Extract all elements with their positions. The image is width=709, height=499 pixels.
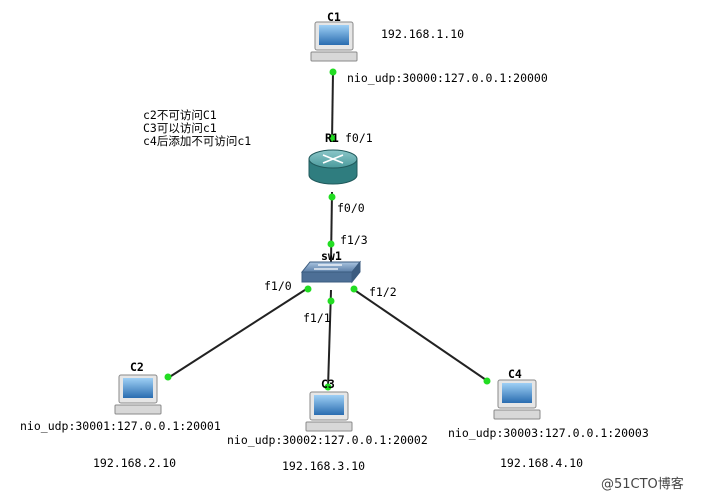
pc-c2[interactable]: [114, 374, 162, 415]
watermark: @51CTO博客: [601, 477, 684, 492]
port-label-sw1-f1-0: f1/0: [264, 279, 292, 293]
ip-label-c4: 192.168.4.10: [500, 456, 584, 470]
link-sw1-c4[interactable]: [352, 288, 490, 383]
port-label-sw1-f1-1: f1/1: [303, 311, 331, 325]
node-label-r1: R1: [325, 131, 339, 145]
pc-c1[interactable]: [310, 21, 358, 62]
switch-sw1[interactable]: [300, 260, 362, 284]
note-line: c4后添加不可访问c1: [143, 134, 252, 148]
port-dot-sw1-f1-1: [327, 297, 335, 305]
nio-label-c3: nio_udp:30002:127.0.0.1:20002: [227, 433, 428, 447]
ip-label-c2: 192.168.2.10: [93, 456, 177, 470]
port-dot-c4: [483, 377, 491, 385]
link-c1-r1[interactable]: [331, 71, 334, 143]
link-r1-sw1[interactable]: [330, 191, 333, 263]
ip-label-c3: 192.168.3.10: [282, 459, 366, 473]
port-label-r1-f0-0: f0/0: [337, 201, 365, 215]
note-line: c2不可访问C1: [143, 108, 217, 122]
port-dot-c1: [329, 68, 337, 76]
port-dot-r1-f0-0: [328, 193, 336, 201]
port-dots: [164, 68, 491, 391]
node-label-c1: C1: [327, 10, 341, 24]
link-sw1-c2[interactable]: [167, 287, 309, 379]
port-label-sw1-f1-3: f1/3: [340, 233, 368, 247]
node-label-c4: C4: [508, 367, 522, 381]
port-dot-sw1-f1-2: [350, 285, 358, 293]
port-dot-r1-f0-1: [328, 134, 336, 142]
port-label-r1-f0-1: f0/1: [345, 131, 373, 145]
link-sw1-c3[interactable]: [327, 289, 332, 389]
port-dot-sw1-f1-0: [304, 285, 312, 293]
notes-block: c2不可访问C1 C3可以访问c1 c4后添加不可访问c1: [143, 109, 251, 148]
port-dot-c2: [164, 373, 172, 381]
nio-label-c1: nio_udp:30000:127.0.0.1:20000: [347, 71, 548, 85]
ip-label-c1: 192.168.1.10: [381, 27, 465, 41]
router-r1[interactable]: [308, 149, 358, 185]
node-label-c3: C3: [321, 377, 335, 391]
node-label-sw1: sw1: [321, 249, 342, 263]
node-label-c2: C2: [130, 360, 144, 374]
note-line: C3可以访问c1: [143, 121, 217, 135]
port-dot-c3: [324, 383, 332, 391]
nio-label-c2: nio_udp:30001:127.0.0.1:20001: [20, 419, 221, 433]
nio-label-c4: nio_udp:30003:127.0.0.1:20003: [448, 426, 649, 440]
port-dot-sw1-f1-3: [327, 240, 335, 248]
pc-c3[interactable]: [305, 391, 353, 432]
pc-c4[interactable]: [493, 379, 541, 420]
port-label-sw1-f1-2: f1/2: [369, 285, 397, 299]
links: [167, 71, 490, 389]
